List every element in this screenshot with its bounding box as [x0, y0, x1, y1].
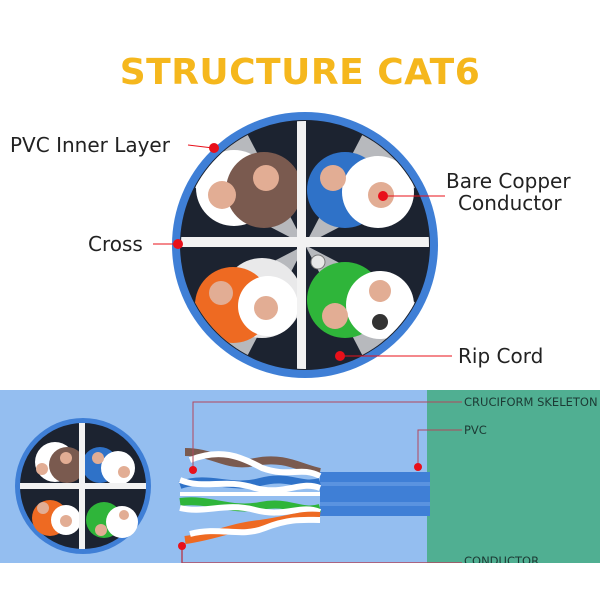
- marker-bare-copper: [378, 191, 388, 201]
- marker-cruciform: [189, 466, 197, 474]
- leader-cruciform: [192, 401, 462, 469]
- label-cruciform-skeleton: CRUCIFORM SKELETON: [464, 395, 598, 409]
- cable-side-view: [15, 401, 462, 563]
- label-rip-cord: Rip Cord: [458, 344, 544, 368]
- rip-cord-strand: [310, 254, 326, 270]
- pair-brown: [196, 150, 302, 228]
- label-cross: Cross: [88, 232, 143, 256]
- label-pvc: PVC: [464, 423, 487, 437]
- cross-separator-horizontal: [181, 237, 429, 247]
- leader-pvc: [417, 429, 462, 467]
- pair-orange-side: [184, 511, 321, 544]
- pair-green: [307, 262, 414, 339]
- label-bare-copper-line1: Bare Copper: [446, 169, 571, 193]
- marker-cross: [173, 239, 183, 249]
- marker-rip-cord: [335, 351, 345, 361]
- side-view-band: CRUCIFORM SKELETON PVC CONDUCTOR: [0, 390, 600, 563]
- label-pvc-inner-layer: PVC Inner Layer: [10, 133, 170, 157]
- marker-pvc-inner-layer: [209, 143, 219, 153]
- mini-cross-section: [15, 418, 151, 554]
- marker-pvc: [414, 463, 422, 471]
- marker-conductor: [178, 542, 186, 550]
- pair-orange: [195, 258, 302, 343]
- cable-cross-section: [153, 112, 452, 378]
- cable-jacket-side: [320, 472, 430, 516]
- label-panel: [427, 390, 600, 563]
- label-conductor: CONDUCTOR: [464, 554, 540, 563]
- leader-conductor: [181, 545, 462, 563]
- label-bare-copper-line2: Conductor: [458, 191, 562, 215]
- pair-blue: [307, 152, 414, 228]
- page-title: STRUCTURE CAT6: [119, 52, 481, 93]
